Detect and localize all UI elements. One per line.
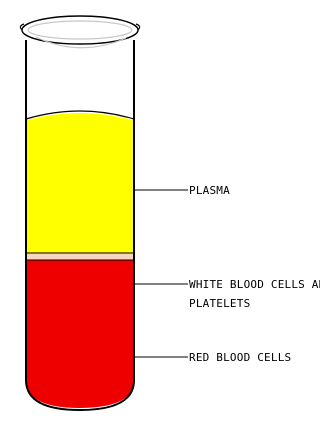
tube-rim — [20, 16, 139, 48]
wbc-label-line2: PLATELETS — [189, 297, 250, 310]
tube-contents — [20, 113, 140, 420]
plasma-label: PLASMA — [189, 184, 230, 197]
buffy-coat-layer — [20, 253, 140, 260]
red-cells-layer — [20, 260, 140, 420]
wbc-label-line1: WHITE BLOOD CELLS AND — [189, 278, 320, 291]
rbc-label: RED BLOOD CELLS — [189, 351, 291, 364]
plasma-layer — [20, 113, 140, 256]
